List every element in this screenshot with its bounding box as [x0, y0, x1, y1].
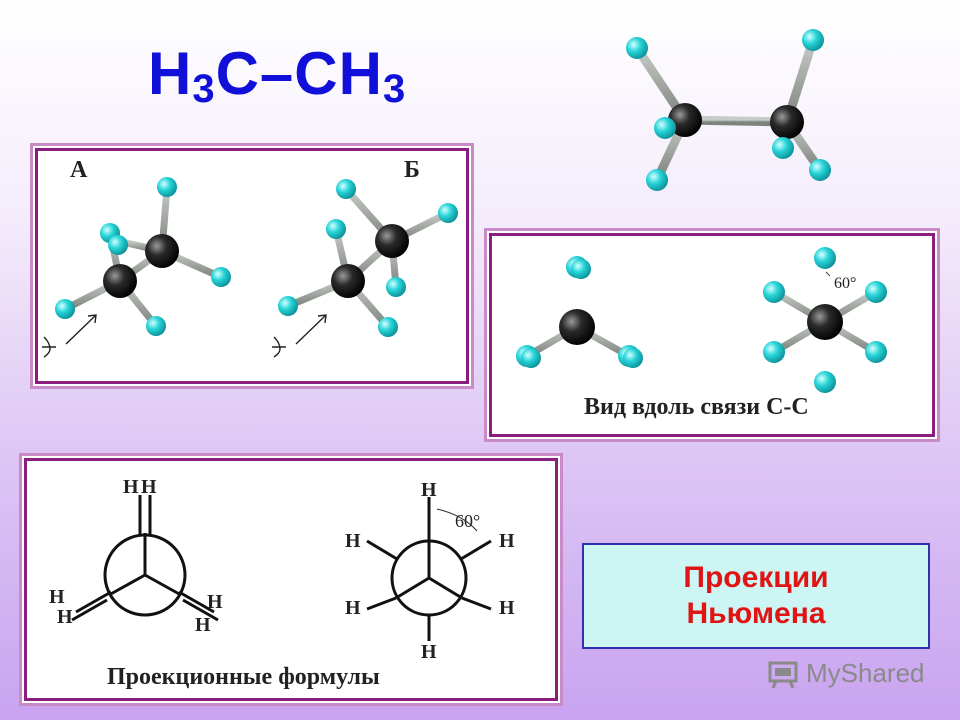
view-along-bond-models: 60° — [516, 247, 887, 393]
h-label: H — [421, 641, 437, 663]
eye-arrow-a — [42, 314, 97, 358]
hydrogen-atom — [772, 137, 794, 159]
h-label: H — [123, 476, 139, 498]
angle-label-view: 60° — [834, 275, 856, 292]
newman-projections: H H H H H H H H H H H H 60° — [49, 476, 515, 663]
h-label: H — [499, 530, 515, 552]
h-label: H — [345, 597, 361, 619]
caption-view-along-bond: Вид вдоль связи С-С — [584, 394, 809, 420]
h-label: H — [421, 479, 437, 501]
formula-c-ch: C–CH — [215, 40, 383, 107]
caption-projection-formulas: Проекционные формулы — [107, 664, 380, 690]
panel-conformations: А Б — [35, 148, 469, 384]
hydrogen-atom — [809, 159, 831, 181]
ethane-3d-model — [626, 29, 831, 191]
hydrogen-atom — [646, 169, 668, 191]
h-label: H — [499, 597, 515, 619]
h-label: H — [207, 591, 223, 613]
projector-icon — [768, 661, 798, 689]
molecule-b-atoms — [278, 179, 458, 337]
newman-title-box: Проекции Ньюмена — [582, 543, 930, 649]
eye-arrow-b — [272, 314, 327, 358]
formula-h: H — [148, 40, 193, 107]
carbon-atom — [668, 103, 702, 137]
ethane-model-atoms — [626, 29, 831, 191]
h-label: H — [57, 606, 73, 628]
watermark-text: MyShared — [806, 658, 925, 688]
molecule-a-atoms — [55, 177, 231, 336]
label-a: А — [70, 157, 88, 183]
newman-title-line1: Проекции — [683, 561, 829, 594]
label-b: Б — [404, 157, 420, 183]
newman-title-line2: Ньюмена — [686, 597, 826, 630]
hydrogen-atom — [802, 29, 824, 51]
molecular-formula: H3C–CH3 — [148, 44, 406, 110]
angle-label-projection: 60° — [455, 511, 480, 531]
h-label: H — [49, 586, 65, 608]
hydrogen-atom — [654, 117, 676, 139]
h-label: H — [141, 476, 157, 498]
conformation-models — [42, 177, 458, 358]
h-label: H — [345, 530, 361, 552]
hydrogen-atom — [626, 37, 648, 59]
h-label: H — [195, 614, 211, 636]
watermark: MyShared — [768, 658, 925, 689]
panel-projection-formulas: H H H H H H H H H H H H 60° Проекционные… — [24, 458, 558, 701]
panel-view-along-bond: 60° Вид вдоль связи С-С — [489, 233, 935, 437]
carbon-atom — [770, 105, 804, 139]
formula-sub-2: 3 — [382, 67, 407, 111]
formula-sub-1: 3 — [192, 67, 216, 111]
